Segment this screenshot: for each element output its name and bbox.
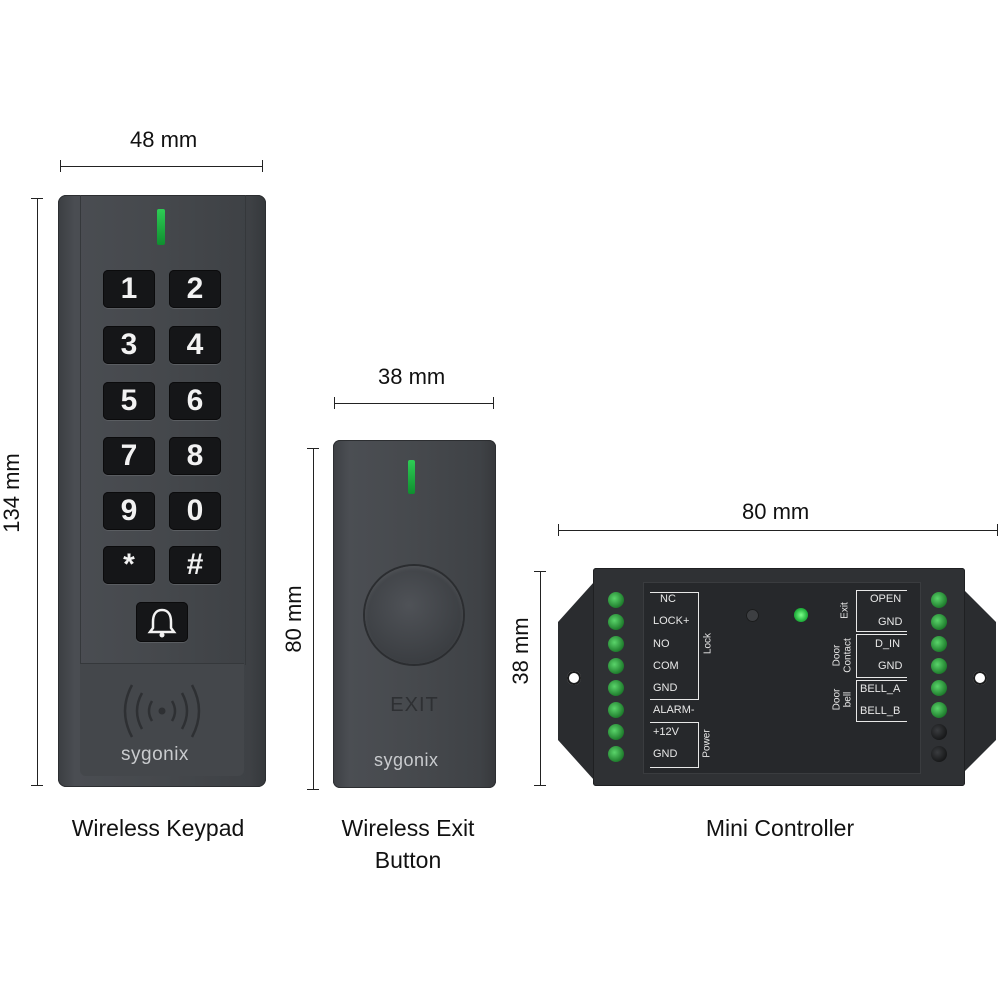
terminal-screw — [608, 592, 624, 608]
wireless-exit-button: EXIT sygonix — [333, 440, 496, 788]
door-bell-group-label-1: Door — [831, 688, 843, 711]
key-1[interactable]: 1 — [103, 270, 155, 308]
door-bell-group-bracket — [856, 680, 907, 722]
terminal-screw — [931, 658, 947, 674]
terminal-screw — [931, 702, 947, 718]
controller-height-dimension-line — [534, 571, 546, 786]
wireless-keypad: 1 2 3 4 5 6 7 8 9 0 * # sygonix — [58, 195, 266, 787]
terminal-label-lock-plus: LOCK+ — [653, 615, 690, 627]
terminal-label-bell-a: BELL_A — [860, 683, 901, 695]
key-star[interactable]: * — [103, 546, 155, 584]
controller-width-label: 80 mm — [742, 499, 810, 524]
power-group-bracket — [650, 722, 699, 768]
controller-width-dimension-line — [558, 524, 998, 536]
door-contact-group-bracket — [856, 634, 907, 678]
keypad-status-led — [157, 209, 165, 245]
door-contact-group-label-2: Contact — [842, 638, 854, 673]
terminal-screw — [608, 680, 624, 696]
lock-group-label: Lock — [702, 632, 714, 655]
doorbell-button[interactable] — [136, 602, 188, 642]
controller-caption: Mini Controller — [705, 815, 855, 841]
terminal-label-gnd: GND — [653, 748, 678, 760]
rfid-waves-icon — [123, 684, 201, 738]
door-bell-group-label-2: bell — [842, 691, 854, 708]
terminal-screw — [931, 614, 947, 630]
terminal-label-d-in: D_IN — [875, 638, 901, 650]
terminal-screw — [931, 724, 947, 740]
terminal-screw — [608, 702, 624, 718]
terminal-screw — [608, 636, 624, 652]
exit-push-button[interactable] — [365, 566, 463, 664]
left-mounting-hole — [567, 671, 581, 685]
key-7[interactable]: 7 — [103, 437, 155, 475]
key-0[interactable]: 0 — [169, 492, 221, 530]
key-2[interactable]: 2 — [169, 270, 221, 308]
rfid-reader-area: sygonix — [80, 663, 244, 776]
key-3[interactable]: 3 — [103, 326, 155, 364]
door-contact-group-label-1: Door — [831, 644, 843, 667]
terminal-label-gnd: GND — [878, 616, 903, 628]
terminal-label-gnd: GND — [653, 682, 678, 694]
power-group-label: Power — [701, 729, 713, 758]
keypad-caption: Wireless Keypad — [71, 815, 245, 841]
terminal-screw — [608, 746, 624, 762]
terminal-label-no: NO — [653, 638, 670, 650]
keypad-width-label: 48 mm — [130, 127, 198, 152]
lock-group-bracket — [650, 592, 699, 700]
keypad-height-label: 134 mm — [0, 453, 24, 533]
controller-status-led-red — [746, 609, 759, 622]
bell-icon — [147, 608, 177, 638]
exit-caption-line1: Wireless Exit — [341, 815, 475, 841]
exit-height-dimension-line — [307, 448, 319, 790]
terminal-screw — [931, 592, 947, 608]
key-4[interactable]: 4 — [169, 326, 221, 364]
exit-width-dimension-line — [334, 397, 494, 409]
exit-status-led — [408, 460, 415, 494]
terminal-screw — [608, 724, 624, 740]
keypad-width-dimension-line — [60, 160, 263, 172]
terminal-screw — [608, 614, 624, 630]
exit-height-label: 80 mm — [281, 585, 306, 653]
terminal-label-gnd: GND — [878, 660, 903, 672]
exit-group-bracket — [856, 590, 907, 632]
terminal-screw — [931, 680, 947, 696]
keypad-brand-logo: sygonix — [121, 744, 189, 765]
terminal-screw — [608, 658, 624, 674]
exit-label: EXIT — [390, 694, 439, 716]
exit-width-label: 38 mm — [378, 364, 446, 389]
key-5[interactable]: 5 — [103, 382, 155, 420]
terminal-label-nc: NC — [660, 593, 676, 605]
terminal-label-12v: +12V — [653, 726, 679, 738]
right-mounting-hole — [973, 671, 987, 685]
key-9[interactable]: 9 — [103, 492, 155, 530]
terminal-screw — [931, 636, 947, 652]
terminal-label-com: COM — [653, 660, 679, 672]
terminal-label-open: OPEN — [870, 593, 902, 605]
terminal-label-bell-b: BELL_B — [860, 705, 901, 717]
terminal-screw — [931, 746, 947, 762]
terminal-label-alarm: ALARM- — [653, 704, 695, 716]
exit-group-label: Exit — [839, 602, 851, 619]
controller-height-label: 38 mm — [508, 617, 533, 685]
exit-brand-logo: sygonix — [374, 750, 439, 770]
key-hash[interactable]: # — [169, 546, 221, 584]
controller-status-led-green — [794, 608, 808, 622]
key-8[interactable]: 8 — [169, 437, 221, 475]
keypad-height-dimension-line — [31, 198, 43, 786]
key-6[interactable]: 6 — [169, 382, 221, 420]
exit-caption-line2: Button — [374, 847, 442, 873]
